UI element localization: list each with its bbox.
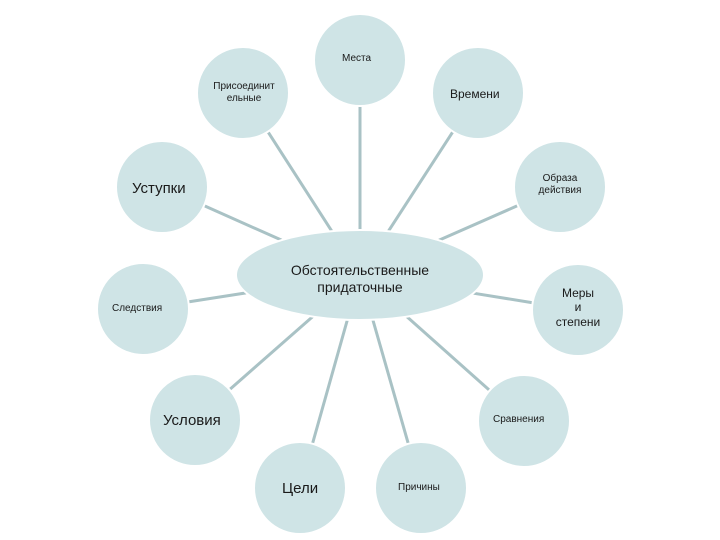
node-obraza-deystviya (513, 140, 607, 234)
center-node (235, 229, 485, 321)
node-ustupki (115, 140, 209, 234)
node-label-vremeni: Времени (450, 87, 500, 101)
connector-vremeni (387, 130, 455, 233)
node-label-sledstviya: Следствия (112, 303, 163, 314)
node-label-usloviya: Условия (163, 412, 221, 429)
node-prichiny (374, 441, 468, 535)
connector-obraza-deystviya (438, 204, 519, 242)
connector-prisoedinitelnye (266, 130, 334, 232)
node-sravneniya (477, 374, 571, 468)
node-sledstviya (96, 262, 190, 356)
connector-sravneniya (405, 315, 491, 392)
node-usloviya (148, 373, 242, 467)
connector-sledstviya (188, 291, 247, 304)
connectors (188, 106, 533, 445)
node-label-mery-i-stepeni: Меры и степени (555, 286, 601, 329)
node-mesta (313, 13, 407, 107)
node-label-prichiny: Причины (398, 482, 440, 493)
node-vremeni (431, 46, 525, 140)
node-mery-i-stepeni (531, 263, 625, 357)
node-label-prisoedinitelnye: Присоединит ельные (213, 81, 275, 104)
node-prisoedinitelnye (196, 46, 290, 140)
connector-tseli (311, 319, 349, 445)
connector-mery-i-stepeni (473, 291, 533, 305)
connector-usloviya (228, 315, 314, 391)
node-label-ustupki: Уступки (132, 180, 186, 197)
node-tseli (253, 441, 347, 535)
node-label-obraza-deystviya: Образа действия (538, 173, 582, 196)
connector-prichiny (371, 319, 410, 445)
center-label: Обстоятельственные придаточные (290, 262, 430, 295)
node-label-mesta: Места (342, 53, 372, 64)
nodes (96, 13, 625, 535)
node-label-tseli: Цели (282, 480, 319, 497)
node-label-sravneniya: Сравнения (493, 414, 545, 425)
connector-ustupki (203, 204, 283, 242)
